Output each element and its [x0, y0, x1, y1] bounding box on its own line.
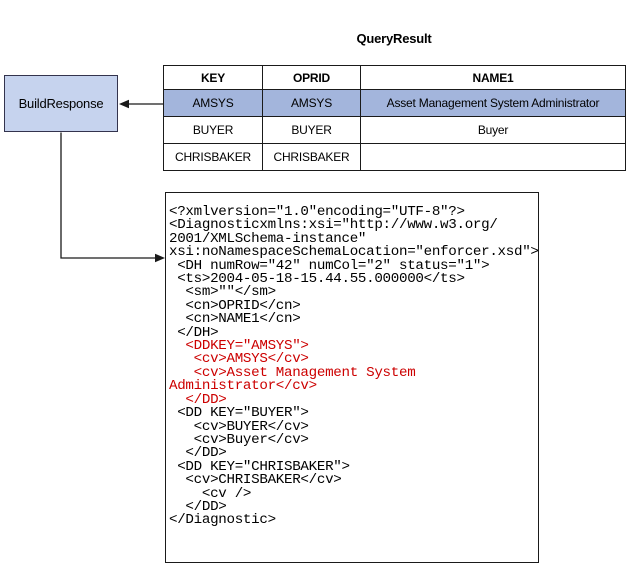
xml-code-line: <cv>Buyer</cv> — [169, 431, 309, 448]
xml-code-line: <cn>OPRID</cn> — [169, 297, 301, 314]
table-cell: AMSYS — [262, 89, 361, 117]
xml-code-line: <sm>""</sm> — [169, 284, 276, 301]
xml-code-line: 2001/XMLSchema-instance" — [169, 230, 367, 247]
xml-code-line: <cn>NAME1</cn> — [169, 311, 301, 328]
xml-code-line: <?xmlversion="1.0"encoding="UTF-8"?> — [169, 204, 465, 220]
column-header: NAME1 — [360, 65, 626, 90]
xml-code-line: <cv>CHRISBAKER</cv> — [169, 472, 342, 489]
column-header: OPRID — [262, 65, 361, 90]
xml-code-line: <cv>BUYER</cv> — [169, 418, 309, 435]
table-cell: AMSYS — [163, 89, 263, 117]
buildresponse-box: BuildResponse — [4, 75, 118, 132]
table-cell: Asset Management System Administrator — [360, 89, 626, 117]
table-cell: Buyer — [360, 116, 626, 144]
table-cell: BUYER — [262, 116, 361, 144]
xml-code-line: </Diagnostic> — [169, 512, 276, 529]
xml-code-line: </DH> — [169, 324, 219, 341]
xml-code-line: <cv /> — [169, 485, 252, 502]
xml-code-line: </DD> — [169, 445, 227, 462]
column-header: KEY — [163, 65, 263, 90]
buildresponse-label: BuildResponse — [18, 96, 104, 111]
arrow-table-to-buildresponse — [119, 99, 163, 109]
xml-code-line-highlighted: <cv>AMSYS</cv> — [169, 351, 309, 368]
xml-code-box: <?xmlversion="1.0"encoding="UTF-8"?><Dia… — [165, 192, 539, 563]
table-cell: BUYER — [163, 116, 263, 144]
xml-code-line-highlighted: </DD> — [169, 391, 227, 408]
arrow-buildresponse-to-code — [60, 132, 165, 263]
table-cell: CHRISBAKER — [262, 143, 361, 171]
xml-code-line: <ts>2004-05-18-15.44.55.000000</ts> — [169, 271, 465, 288]
xml-code-line: </DD> — [169, 498, 227, 515]
table-cell — [360, 143, 626, 171]
page-title: QueryResult — [356, 31, 432, 46]
xml-code-line-highlighted: <cv>Asset Management System — [169, 364, 416, 381]
xml-code-line: <DD KEY="BUYER"> — [169, 405, 309, 422]
xml-code-line: <DD KEY="CHRISBAKER"> — [169, 458, 350, 475]
xml-code-line: xsi:noNamespaceSchemaLocation="enforcer.… — [169, 244, 539, 261]
table-cell: CHRISBAKER — [163, 143, 263, 171]
xml-code-line-highlighted: <DDKEY="AMSYS"> — [169, 338, 309, 355]
xml-code-line: <Diagnosticxmlns:xsi="http://www.w3.org/ — [169, 217, 498, 234]
xml-code-line-highlighted: Administrator</cv> — [169, 378, 317, 395]
xml-code-line: <DH numRow="42" numCol="2" status="1"> — [169, 257, 490, 274]
